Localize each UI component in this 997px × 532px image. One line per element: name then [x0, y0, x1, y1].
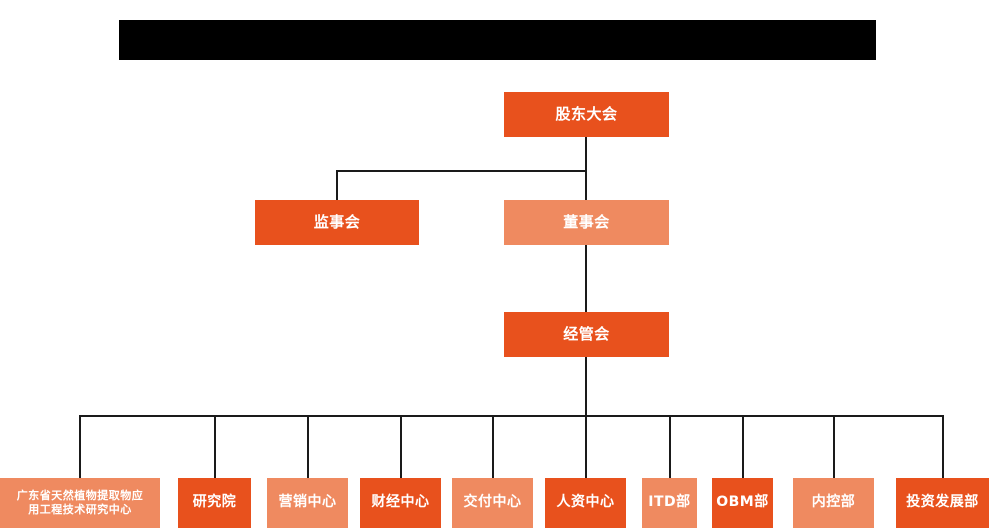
org-node-label: 广东省天然植物提取物应 用工程技术研究中心	[16, 489, 144, 516]
connector-e-drop-itd	[669, 415, 671, 478]
connector-e-directors-drop	[585, 170, 587, 201]
connector-e-shareholders-stem	[585, 137, 587, 171]
connector-e-drop-marketing	[307, 415, 309, 478]
connector-e-drop-internal	[833, 415, 835, 478]
connector-e-drop-obm	[742, 415, 744, 478]
org-node-internal-control[interactable]: 内控部	[793, 478, 874, 528]
org-node-management[interactable]: 经管会	[504, 312, 669, 357]
org-node-label: 股东大会	[555, 105, 618, 124]
org-node-directors[interactable]: 董事会	[504, 200, 669, 245]
org-node-label: 营销中心	[278, 494, 337, 511]
org-node-rd-center[interactable]: 广东省天然植物提取物应 用工程技术研究中心	[0, 478, 160, 528]
connector-e-drop-rd-center	[79, 415, 81, 478]
org-node-label: 交付中心	[463, 494, 522, 511]
connector-e-drop-finance	[400, 415, 402, 478]
connector-e-drop-institute	[214, 415, 216, 478]
org-node-institute[interactable]: 研究院	[178, 478, 251, 528]
org-node-shareholders[interactable]: 股东大会	[504, 92, 669, 137]
connector-e-drop-delivery	[492, 415, 494, 478]
org-node-supervisors[interactable]: 监事会	[255, 200, 419, 245]
connector-e-department-bus	[79, 415, 944, 417]
org-node-itd[interactable]: ITD部	[642, 478, 697, 528]
org-node-hr[interactable]: 人资中心	[545, 478, 626, 528]
org-node-finance[interactable]: 财经中心	[360, 478, 441, 528]
org-node-label: 监事会	[313, 213, 361, 232]
org-node-label: 财经中心	[371, 494, 430, 511]
connector-e-level1-bus	[336, 170, 586, 172]
org-node-label: 内控部	[811, 494, 856, 511]
org-node-label: 人资中心	[556, 494, 615, 511]
org-node-obm[interactable]: OBM部	[712, 478, 773, 528]
connector-e-drop-investment	[942, 415, 944, 478]
org-node-marketing[interactable]: 营销中心	[267, 478, 348, 528]
connector-e-management-stem	[585, 357, 587, 416]
org-node-investment[interactable]: 投资发展部	[896, 478, 989, 528]
org-node-label: 经管会	[563, 325, 610, 344]
org-node-label: ITD部	[648, 494, 691, 511]
redacted-title-bar	[119, 20, 876, 60]
connector-e-supervisors-drop	[336, 170, 338, 201]
org-node-label: 董事会	[563, 213, 610, 232]
connector-e-directors-management	[585, 245, 587, 313]
org-node-delivery[interactable]: 交付中心	[452, 478, 533, 528]
connector-e-drop-hr	[585, 415, 587, 478]
org-node-label: OBM部	[716, 494, 769, 511]
org-node-label: 研究院	[192, 494, 237, 511]
org-node-label: 投资发展部	[906, 494, 979, 511]
